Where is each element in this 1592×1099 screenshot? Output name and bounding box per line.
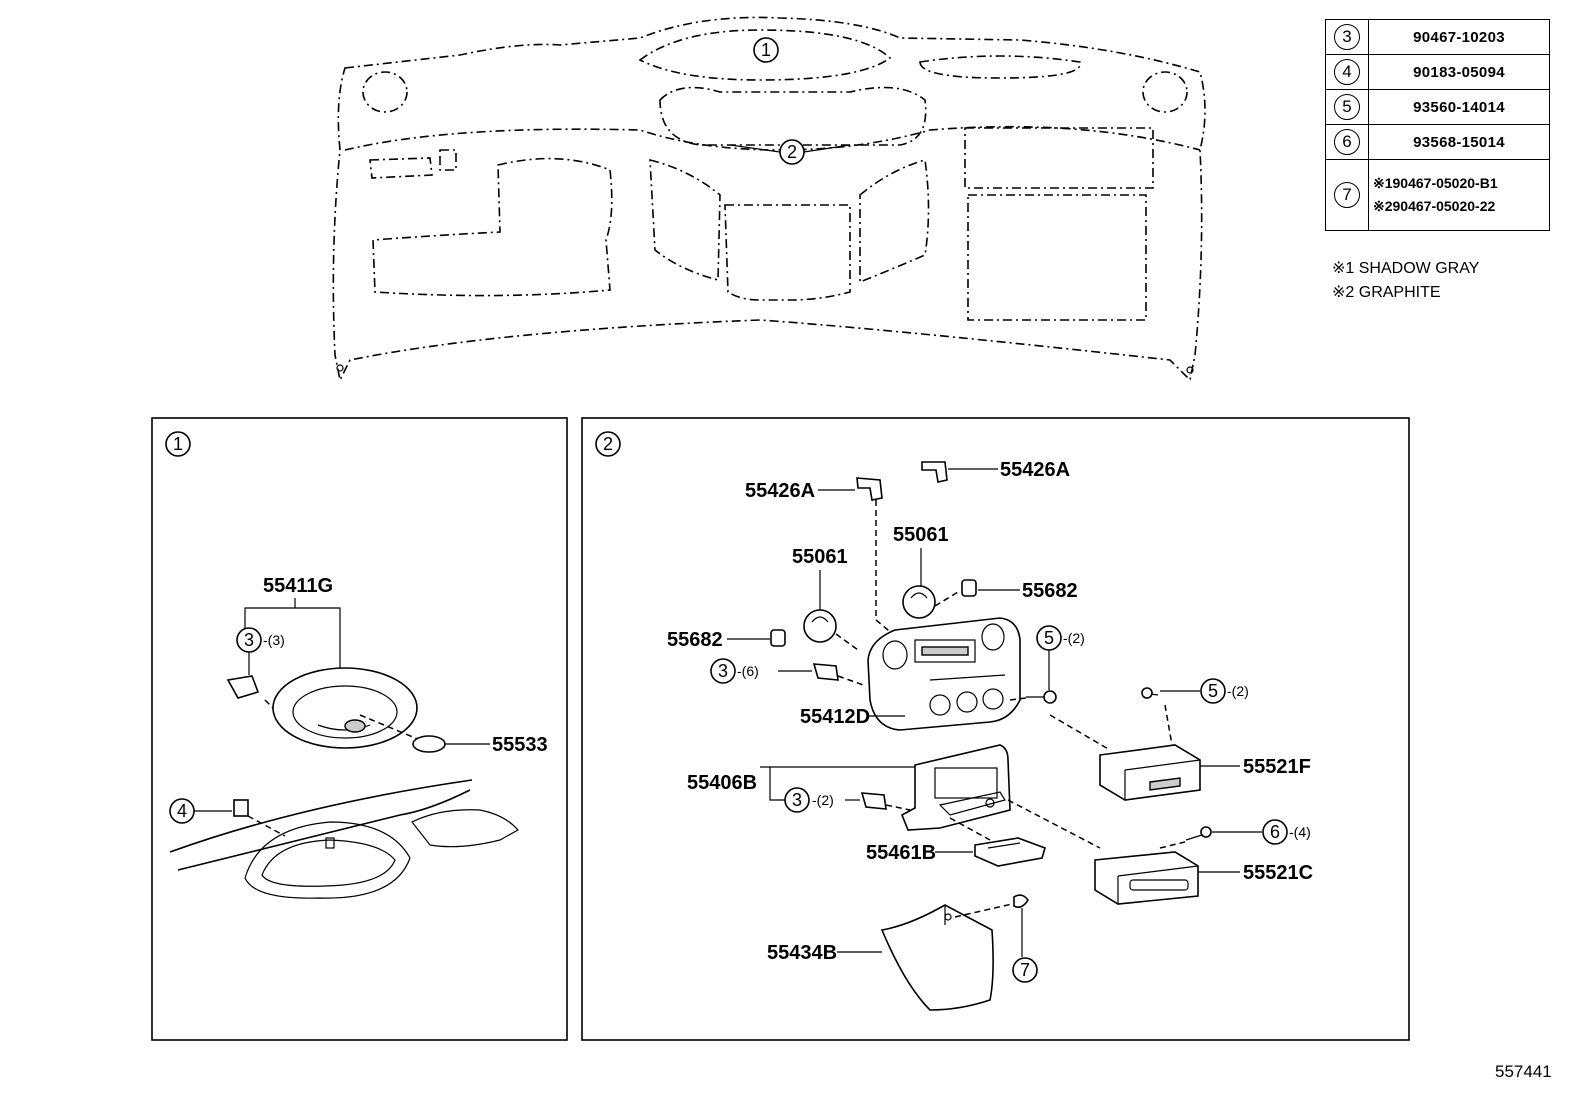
label-55411G: 55411G — [263, 575, 333, 597]
overview-callout-2: 2 — [787, 142, 797, 162]
part-number: 90183-05094 — [1368, 54, 1550, 90]
parts-row: 5 93560-14014 — [1325, 89, 1550, 125]
panel2-callout-7: 7 — [1020, 960, 1030, 980]
panel2-callout-3b: 3 — [792, 790, 802, 810]
label-55406B: 55406B — [687, 772, 757, 794]
parts-table: 3 90467-10203 4 90183-05094 5 93560-1401… — [1325, 19, 1550, 231]
label-55412D: 55412D — [800, 706, 870, 728]
label-55533: 55533 — [492, 734, 548, 756]
overview-callout-1: 1 — [761, 40, 771, 60]
panel2-number: 2 — [603, 434, 613, 454]
color-note-2: ※2 GRAPHITE — [1332, 284, 1441, 301]
parts-row: 3 90467-10203 — [1325, 19, 1550, 55]
label-55061-right: 55061 — [893, 524, 949, 546]
panel2-callout-6-qty: -(4) — [1289, 824, 1311, 840]
panel2-callout-5b-qty: -(2) — [1227, 683, 1249, 699]
panel2-callout-5a-qty: -(2) — [1063, 630, 1085, 646]
ref-circle: 4 — [1334, 59, 1360, 85]
label-55521C: 55521C — [1243, 862, 1313, 884]
color-note-1: ※1 SHADOW GRAY — [1332, 260, 1480, 277]
label-55521F: 55521F — [1243, 756, 1311, 778]
label-55682-right: 55682 — [1022, 580, 1078, 602]
ref-circle: 5 — [1334, 94, 1360, 120]
label-55426A-right: 55426A — [1000, 459, 1070, 481]
panel2-callout-5b: 5 — [1208, 681, 1218, 701]
parts-row: 4 90183-05094 — [1325, 54, 1550, 90]
part-number-alt: ※290467-05020-22 — [1373, 198, 1496, 214]
label-55061-left: 55061 — [792, 546, 848, 568]
panel1-number: 1 — [173, 434, 183, 454]
panel2-callout-5a: 5 — [1044, 628, 1054, 648]
diagram-id: 557441 — [1495, 1062, 1552, 1081]
panel2-callout-6: 6 — [1270, 822, 1280, 842]
panel1-callout-4: 4 — [177, 801, 187, 821]
ref-circle: 6 — [1334, 129, 1360, 155]
label-55434B: 55434B — [767, 942, 837, 964]
part-number: 93560-14014 — [1368, 89, 1550, 125]
detail-panel-2: 2 55426A 55426A 55061 55061 55682 55682 … — [581, 417, 1410, 1041]
panel2-callout-3b-qty: -(2) — [812, 792, 834, 808]
label-55426A-left: 55426A — [745, 480, 815, 502]
ref-circle: 7 — [1334, 182, 1360, 208]
label-55461B: 55461B — [866, 842, 936, 864]
part-number: 90467-10203 — [1368, 19, 1550, 55]
detail-panel-1: 1 55411G 3 -(3) 55533 4 — [151, 417, 568, 1041]
part-number: ※190467-05020-B1 — [1373, 175, 1498, 191]
panel2-callout-3a: 3 — [718, 661, 728, 681]
ref-circle: 3 — [1334, 24, 1360, 50]
panel1-callout-3-qty: -(3) — [263, 632, 285, 648]
parts-row: 7 ※190467-05020-B1 ※290467-05020-22 — [1325, 159, 1550, 231]
part-number: 93568-15014 — [1368, 124, 1550, 160]
panel2-callout-3a-qty: -(6) — [737, 663, 759, 679]
dashboard-overview: 1 2 — [332, 16, 1206, 383]
parts-row: 6 93568-15014 — [1325, 124, 1550, 160]
label-55682-left: 55682 — [667, 629, 723, 651]
panel1-callout-3: 3 — [244, 630, 254, 650]
